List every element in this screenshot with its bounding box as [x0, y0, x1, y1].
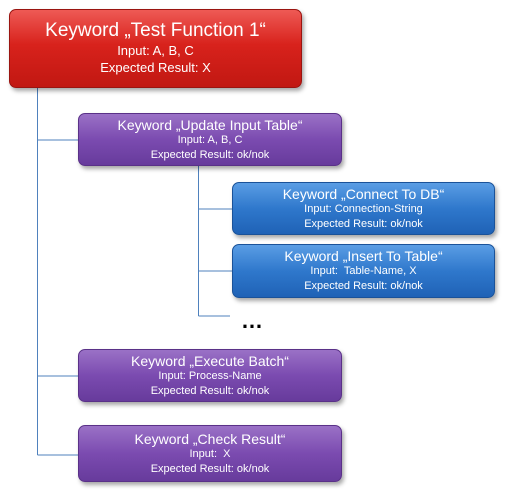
node-input: Input: A, B, C: [177, 133, 243, 146]
keyword-execute-batch: Keyword „Execute Batch“ Input: Process-N…: [78, 349, 342, 402]
node-input: Input: X: [189, 447, 231, 460]
node-expected-result: Expected Result: ok/nok: [304, 280, 423, 293]
node-expected-result: Expected Result: X: [100, 60, 211, 76]
node-title: Keyword „Connect To DB“: [282, 185, 445, 202]
node-input: Input: Table-Name, X: [310, 265, 417, 278]
node-title: Keyword „Update Input Table“: [117, 116, 303, 133]
keyword-update-input-table: Keyword „Update Input Table“ Input: A, B…: [78, 113, 342, 166]
node-title: Keyword „Test Function 1“: [45, 20, 266, 42]
keyword-connect-to-db: Keyword „Connect To DB“ Input: Connectio…: [232, 182, 495, 235]
node-title: Keyword „Execute Batch“: [131, 352, 289, 369]
node-expected-result: Expected Result: ok/nok: [304, 217, 423, 230]
node-expected-result: Expected Result: ok/nok: [150, 148, 270, 161]
node-expected-result: Expected Result: ok/nok: [150, 384, 270, 397]
node-title: Keyword „Insert To Table“: [284, 248, 443, 265]
more-items-ellipsis: …: [241, 308, 264, 333]
node-input: Input: A, B, C: [117, 42, 194, 58]
keyword-check-result: Keyword „Check Result“ Input: X Expected…: [78, 425, 342, 482]
node-expected-result: Expected Result: ok/nok: [150, 462, 270, 475]
keyword-insert-to-table: Keyword „Insert To Table“ Input: Table-N…: [232, 244, 495, 298]
node-input: Input: Process-Name: [158, 369, 262, 382]
keyword-test-function-1: Keyword „Test Function 1“ Input: A, B, C…: [9, 9, 302, 88]
node-input: Input: Connection-String: [304, 202, 423, 215]
node-title: Keyword „Check Result“: [134, 430, 286, 447]
